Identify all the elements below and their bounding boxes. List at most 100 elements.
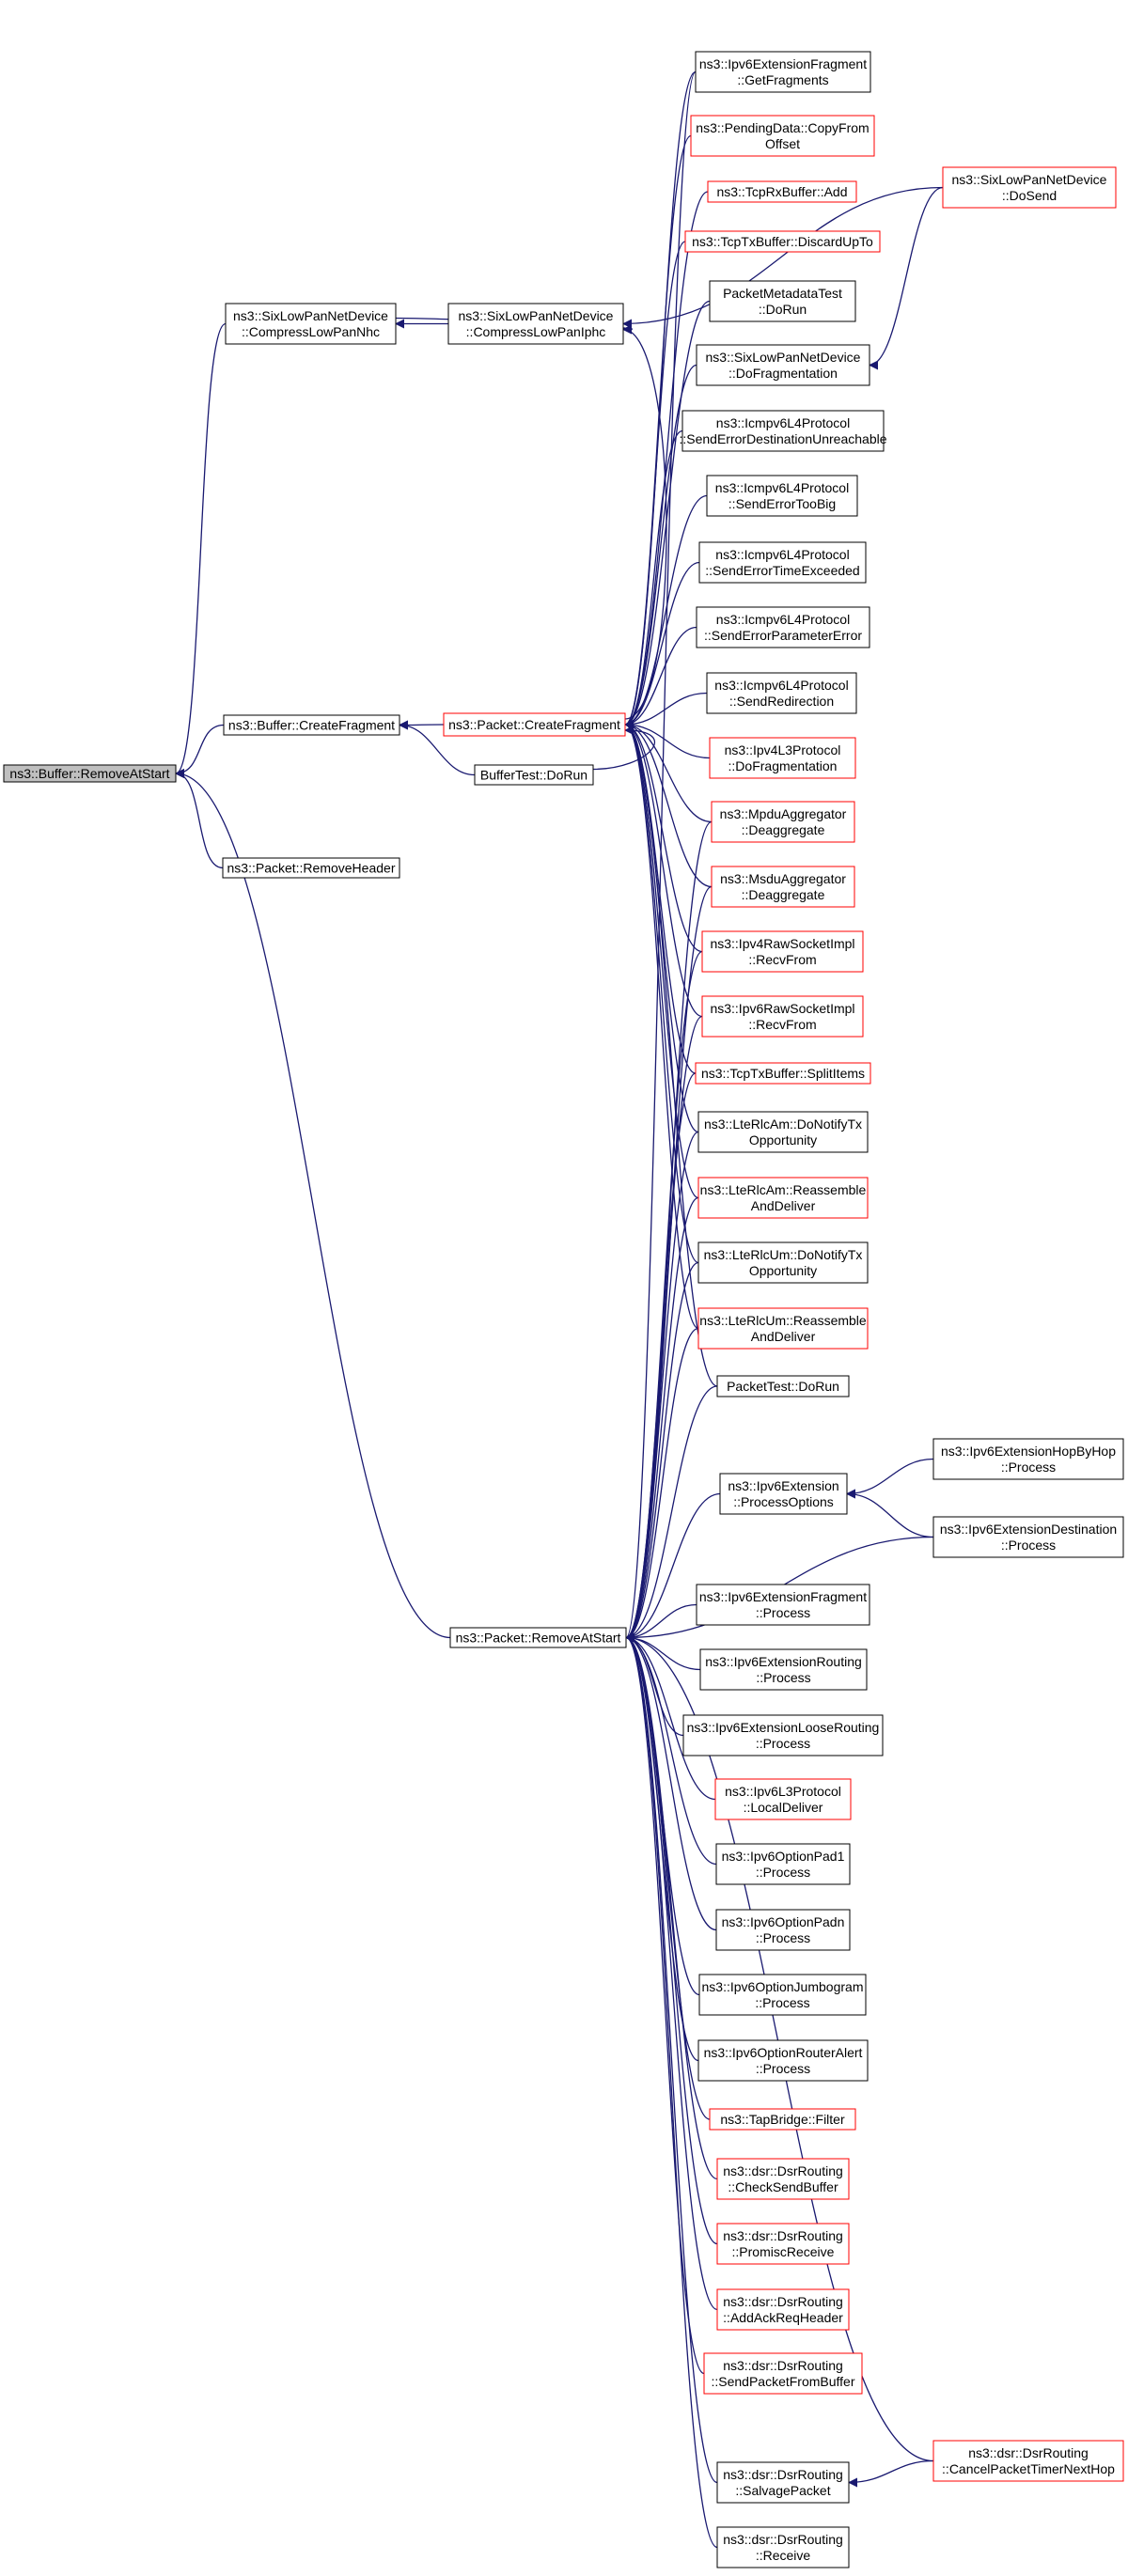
edge-dsrReceive-to-pktRemoveAtStart <box>625 1632 718 2549</box>
edge-lteAmNotify-to-pktRemoveAtStart <box>625 1131 699 1643</box>
node-packetTest[interactable]: PacketTest::DoRun <box>716 1375 850 1397</box>
node-mpdu[interactable]: ns3::MpduAggregator::Deaggregate <box>711 801 855 843</box>
node-box <box>942 166 1117 209</box>
node-label: PacketMetadataTest <box>723 286 842 301</box>
node-label: ::CompressLowPanIphc <box>466 324 606 339</box>
node-label: ns3::Icmpv6L4Protocol <box>715 547 849 562</box>
node-label: Opportunity <box>749 1132 817 1147</box>
node-extProcOpts[interactable]: ns3::Ipv6Extension::ProcessOptions <box>719 1473 848 1515</box>
node-icmpRedir[interactable]: ns3::Icmpv6L4Protocol::SendRedirection <box>706 672 857 714</box>
node-routerAlert[interactable]: ns3::Ipv6OptionRouterAlert::Process <box>697 2039 869 2082</box>
node-sixDoSend[interactable]: ns3::SixLowPanNetDevice::DoSend <box>942 166 1117 209</box>
node-tcpRxAdd[interactable]: ns3::TcpRxBuffer::Add <box>707 180 857 203</box>
node-extFragGet[interactable]: ns3::Ipv6ExtensionFragment::GetFragments <box>695 51 871 93</box>
node-pktCreateFragment[interactable]: ns3::Packet::CreateFragment <box>443 712 626 737</box>
node-dsrSalvage[interactable]: ns3::dsr::DsrRouting::SalvagePacket <box>716 2461 850 2504</box>
node-icmpParam[interactable]: ns3::Icmpv6L4Protocol::SendErrorParamete… <box>696 606 870 648</box>
node-bufferTestDoRun[interactable]: BufferTest::DoRun <box>474 764 594 786</box>
node-box <box>719 1473 848 1515</box>
node-ipv6Raw[interactable]: ns3::Ipv6RawSocketImpl::RecvFrom <box>701 995 864 1038</box>
edge-extDest-to-extProcOpts <box>846 1489 934 1538</box>
node-pad1[interactable]: ns3::Ipv6OptionPad1::Process <box>715 1843 851 1885</box>
node-tcpTxDiscard[interactable]: ns3::TcpTxBuffer::DiscardUpTo <box>684 230 881 253</box>
node-dsrCheck[interactable]: ns3::dsr::DsrRouting::CheckSendBuffer <box>716 2158 850 2200</box>
node-dsrAddAck[interactable]: ns3::dsr::DsrRouting::AddAckReqHeader <box>716 2288 850 2331</box>
node-label: ::Process <box>756 1670 810 1685</box>
edge-extFragGet-to-pktRemoveAtStart <box>625 70 697 1643</box>
node-compressNhc[interactable]: ns3::SixLowPanNetDevice::CompressLowPanN… <box>225 303 397 345</box>
node-box <box>690 115 875 157</box>
edge-tcpTxSplit-to-pktRemoveAtStart <box>625 1072 697 1643</box>
node-extLoose[interactable]: ns3::Ipv6ExtensionLooseRouting::Process <box>682 1714 884 1756</box>
node-dsrReceive[interactable]: ns3::dsr::DsrRouting::Receive <box>716 2526 850 2568</box>
node-pktRemoveAtStart[interactable]: ns3::Packet::RemoveAtStart <box>449 1627 627 1648</box>
node-label: ::DoRun <box>759 302 807 317</box>
node-icmpTooBig[interactable]: ns3::Icmpv6L4Protocol::SendErrorTooBig <box>706 475 858 517</box>
node-padn[interactable]: ns3::Ipv6OptionPadn::Process <box>715 1909 851 1951</box>
edge-ipv6Local-to-pktRemoveAtStart <box>625 1632 716 1801</box>
node-pktMetaTest[interactable]: PacketMetadataTest::DoRun <box>709 280 856 322</box>
edge-dsrSendFromBuf-to-pktRemoveAtStart <box>625 1632 705 2375</box>
node-box <box>715 1843 851 1885</box>
node-label: ns3::Buffer::CreateFragment <box>228 718 395 733</box>
node-tapFilter[interactable]: ns3::TapBridge::Filter <box>709 2108 856 2131</box>
node-icmpTime[interactable]: ns3::Icmpv6L4Protocol::SendErrorTimeExce… <box>698 541 867 584</box>
node-extFragProc[interactable]: ns3::Ipv6ExtensionFragment::Process <box>696 1584 870 1626</box>
node-ipv6Local[interactable]: ns3::Ipv6L3Protocol::LocalDeliver <box>714 1778 852 1820</box>
node-label: ::Process <box>1001 1460 1056 1475</box>
node-ipv4Frag[interactable]: ns3::Ipv4L3Protocol::DoFragmentation <box>709 737 856 779</box>
node-box <box>701 930 864 973</box>
node-label: ::CompressLowPanNhc <box>242 324 380 339</box>
node-extRouting[interactable]: ns3::Ipv6ExtensionRouting::Process <box>699 1648 868 1691</box>
edge-lteUmReasm-to-pktRemoveAtStart <box>625 1327 699 1643</box>
node-compressIphc[interactable]: ns3::SixLowPanNetDevice::CompressLowPanI… <box>447 303 624 345</box>
edge-extHopByHop-to-extProcOpts <box>846 1458 934 1499</box>
edge-ipv6Raw-to-pktRemoveAtStart <box>625 1015 703 1643</box>
node-dsrPromisc[interactable]: ns3::dsr::DsrRouting::PromiscReceive <box>716 2223 850 2265</box>
edge-lteUmReasm-to-pktCreateFragment <box>624 720 699 1330</box>
node-extDest[interactable]: ns3::Ipv6ExtensionDestination::Process <box>932 1516 1124 1558</box>
node-jumbo[interactable]: ns3::Ipv6OptionJumbogram::Process <box>698 1974 867 2016</box>
node-pktRemoveHeader[interactable]: ns3::Packet::RemoveHeader <box>222 857 400 879</box>
node-box <box>684 230 881 253</box>
node-label: ::DoFragmentation <box>728 758 838 773</box>
node-box <box>443 712 626 737</box>
node-bufCreateFragment[interactable]: ns3::Buffer::CreateFragment <box>223 714 400 736</box>
node-box <box>714 1778 852 1820</box>
node-sixDoFrag[interactable]: ns3::SixLowPanNetDevice::DoFragmentation <box>696 344 870 386</box>
node-dsrSendFromBuf[interactable]: ns3::dsr::DsrRouting::SendPacketFromBuff… <box>703 2352 863 2395</box>
node-removeAtStart[interactable]: ns3::Buffer::RemoveAtStart <box>3 764 177 783</box>
edge-mpdu-to-pktCreateFragment <box>624 720 713 823</box>
node-label: ns3::Ipv6OptionPad1 <box>722 1849 845 1864</box>
node-icmpUnreach[interactable]: ns3::Icmpv6L4Protocol::SendErrorDestinat… <box>679 410 887 452</box>
node-box <box>696 344 870 386</box>
node-label: ns3::TcpTxBuffer::DiscardUpTo <box>692 234 873 249</box>
node-label: ns3::MsduAggregator <box>720 871 846 886</box>
edge-pktRemoveAtStart-to-removeAtStart <box>175 769 451 1639</box>
edge-ipv6Raw-to-pktCreateFragment <box>624 720 703 1018</box>
node-ipv4Raw[interactable]: ns3::Ipv4RawSocketImpl::RecvFrom <box>701 930 864 973</box>
node-tcpTxSplit[interactable]: ns3::TcpTxBuffer::SplitItems <box>695 1062 871 1085</box>
edge-packetTest-to-pktCreateFragment <box>624 720 718 1387</box>
node-dsrCancel[interactable]: ns3::dsr::DsrRouting::CancelPacketTimerN… <box>932 2440 1124 2482</box>
edge-tcpTxDiscard-to-pktCreateFragment <box>624 241 686 729</box>
node-box <box>225 303 397 345</box>
node-label: ns3::Icmpv6L4Protocol <box>716 415 850 430</box>
node-label: ns3::Ipv6ExtensionHopByHop <box>941 1444 1116 1459</box>
node-box <box>706 672 857 714</box>
node-label: ns3::SixLowPanNetDevice <box>459 308 614 323</box>
node-label: ::SendErrorDestinationUnreachable <box>679 431 886 446</box>
node-box <box>447 303 624 345</box>
node-extHopByHop[interactable]: ns3::Ipv6ExtensionHopByHop::Process <box>932 1438 1124 1480</box>
node-label: ns3::Icmpv6L4Protocol <box>714 678 848 693</box>
node-msdu[interactable]: ns3::MsduAggregator::Deaggregate <box>711 866 855 908</box>
node-box <box>716 1375 850 1397</box>
edge-dsrAddAck-to-pktRemoveAtStart <box>625 1632 718 2311</box>
node-label: ::SalvagePacket <box>735 2483 830 2498</box>
node-label: ::Process <box>756 1736 810 1751</box>
